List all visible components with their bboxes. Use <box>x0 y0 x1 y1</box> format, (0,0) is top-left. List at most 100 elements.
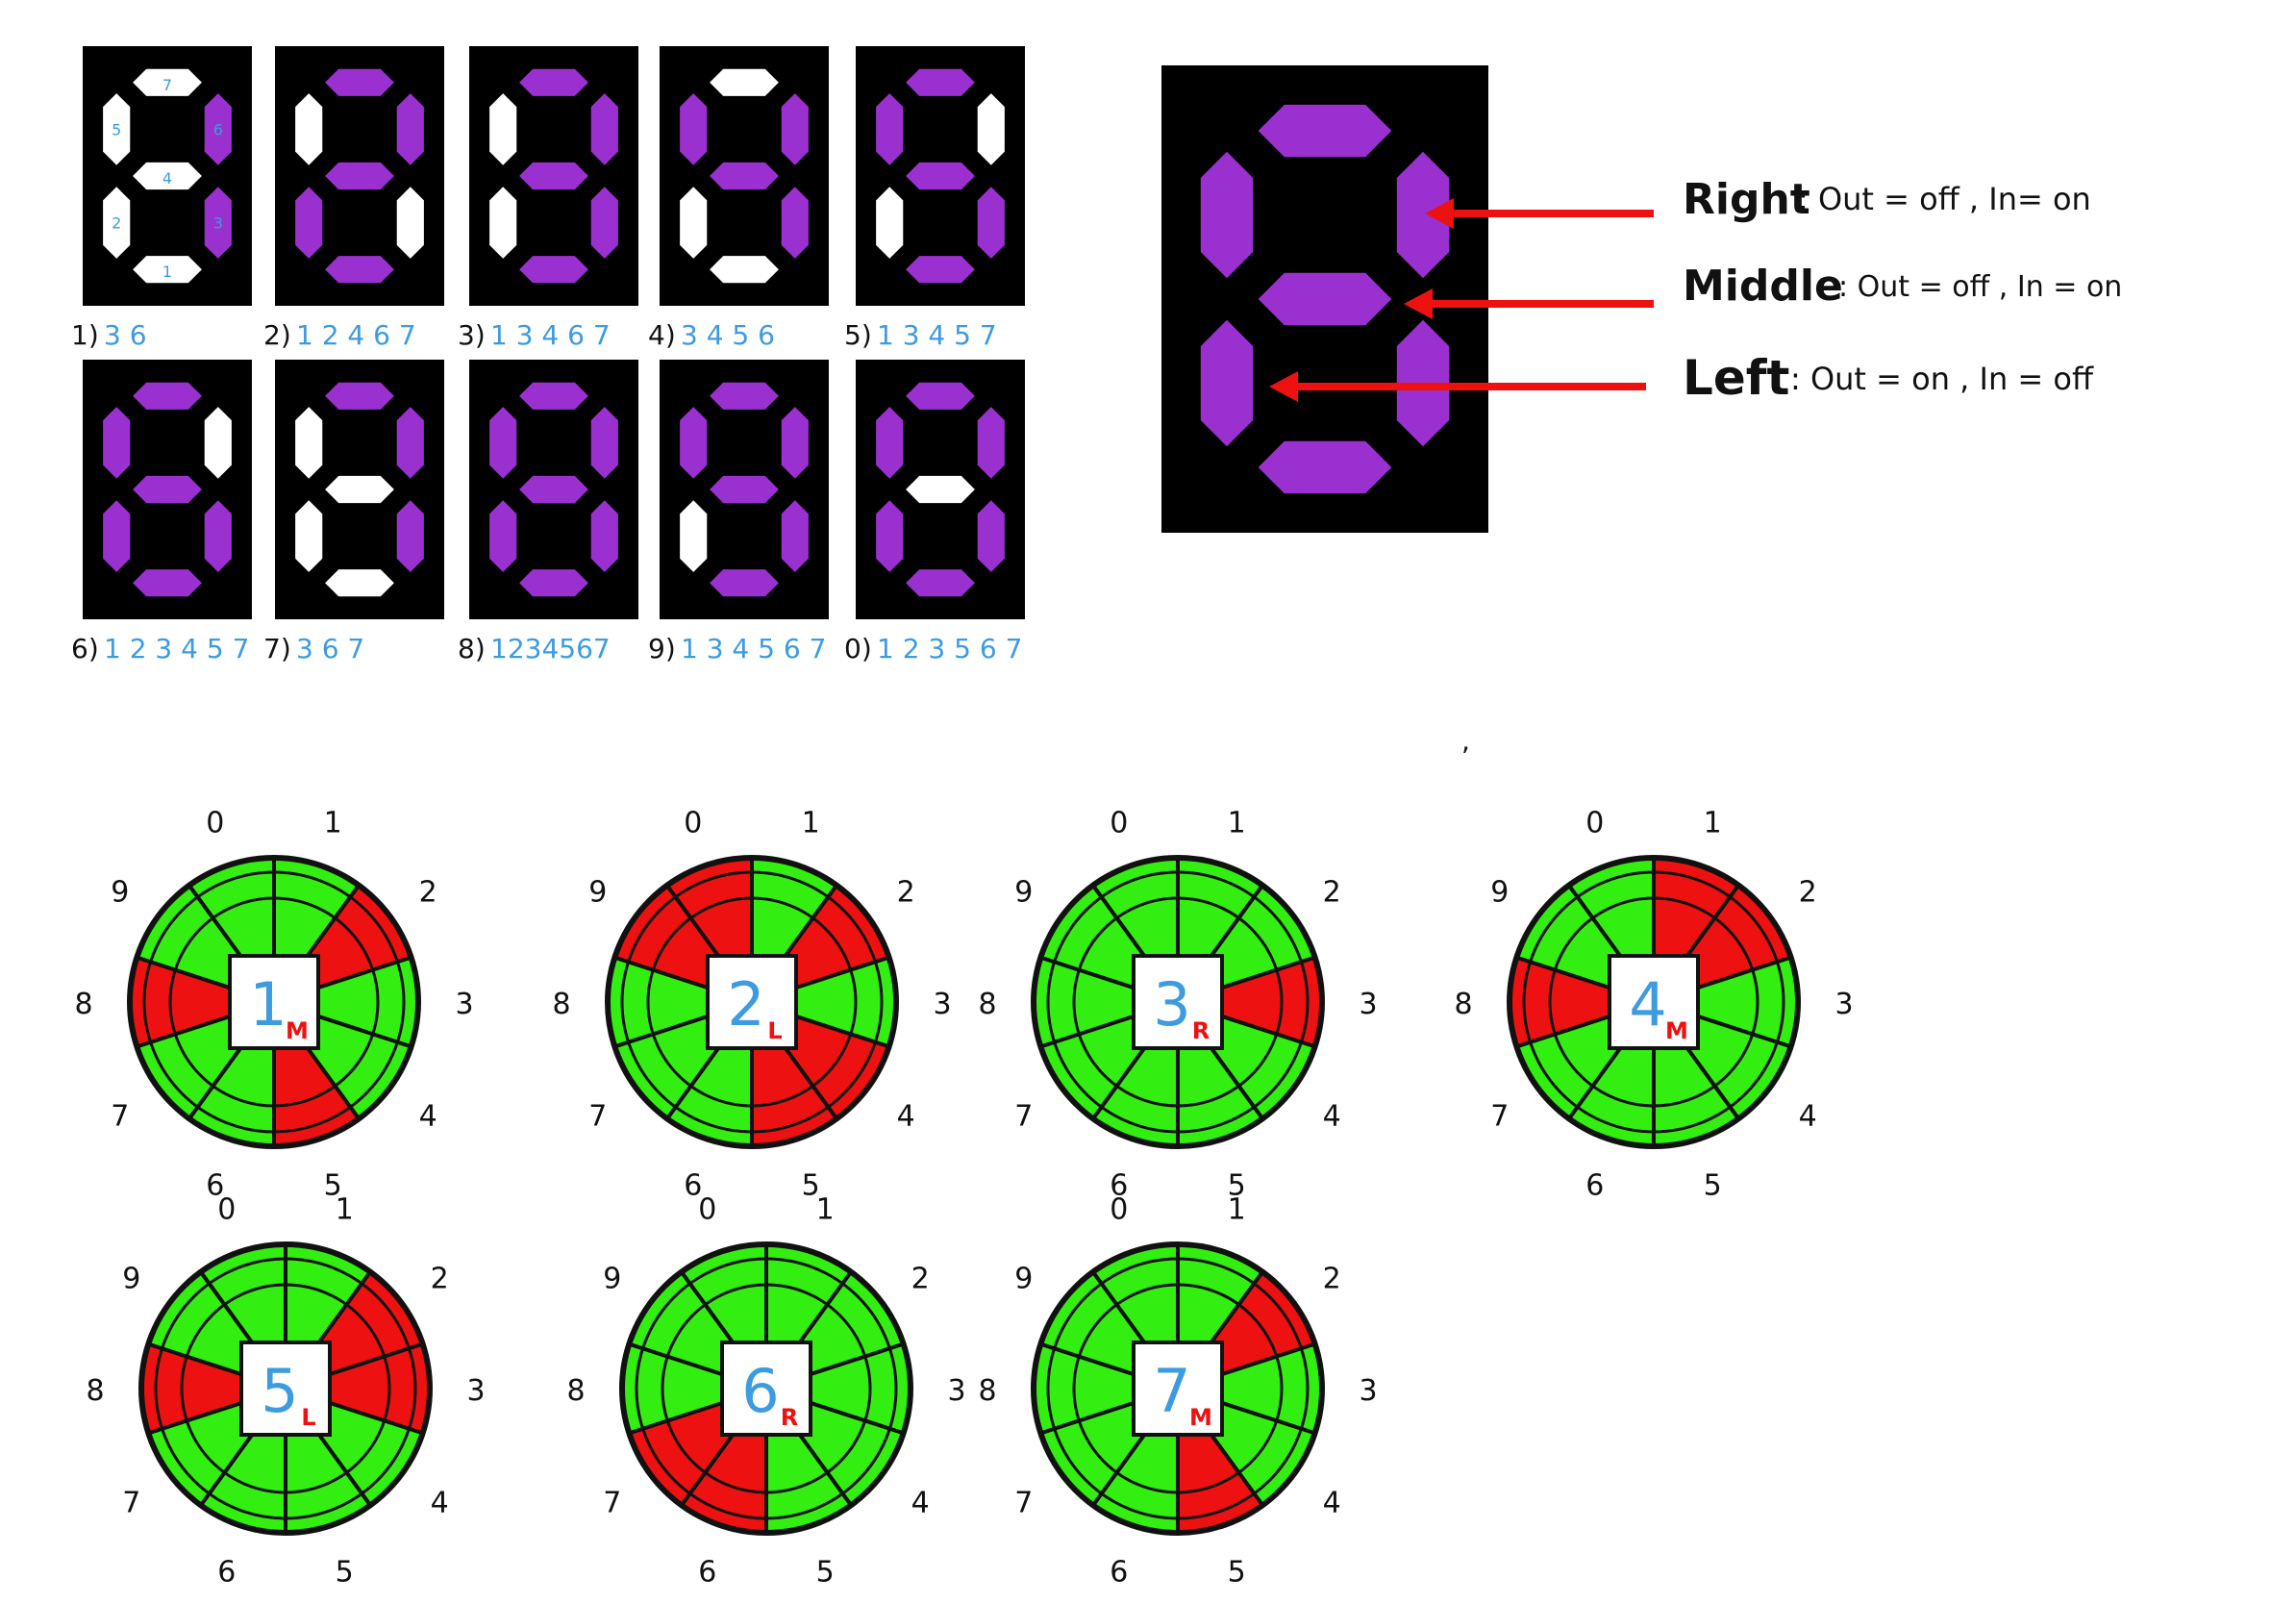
digit-caption-segments: 1 3 4 5 6 7 <box>681 633 826 664</box>
digit-caption-number: 9) <box>648 633 676 664</box>
dial-position-label: 9 <box>1490 876 1509 910</box>
dial-position-label: 7 <box>588 1099 607 1133</box>
dial-number: 7 <box>1153 1356 1190 1426</box>
digit-8-segment-bottom <box>519 569 588 597</box>
large-seven-segment-display <box>1161 65 1654 533</box>
annotation-middle-text: : Out = off , In = on <box>1838 270 2122 304</box>
dial-position-label: 1 <box>1228 807 1246 840</box>
dial-number: 5 <box>261 1356 298 1426</box>
dial-outer-ring <box>1522 870 1785 1134</box>
digit-7-segment-top <box>325 382 394 410</box>
dial-position-label: 3 <box>1359 988 1377 1021</box>
dial-position-label: 9 <box>603 1263 621 1296</box>
annotation-middle-title: Middle <box>1683 262 1843 311</box>
digit-5-segment-lower-right <box>977 187 1005 259</box>
dial-rim <box>1031 855 1325 1149</box>
digit-9-segment-middle <box>710 475 779 504</box>
digit-caption-number: 0) <box>844 633 872 664</box>
dial-position-label: 2 <box>1799 876 1817 910</box>
dial-position-label: 1 <box>816 1193 835 1227</box>
digit-6-segment-lower-right <box>204 500 232 572</box>
annotation-left-title: Left <box>1683 350 1789 406</box>
dial-position-label: 1 <box>1228 1193 1246 1227</box>
digit-panel-7: 7)3 6 7 <box>263 360 444 664</box>
digit-5-segment-lower-left <box>876 187 904 259</box>
digit-6-segment-top <box>133 382 202 410</box>
digit-5-segment-top <box>906 68 975 96</box>
dial-position-label: 5 <box>324 1168 342 1202</box>
digit-4-segment-middle <box>710 162 779 190</box>
dial-outer-ring <box>1046 1257 1310 1520</box>
large-segment-bottom <box>1258 440 1392 494</box>
digit-7-segment-upper-right <box>396 407 424 479</box>
dial-letter: L <box>301 1404 315 1431</box>
digit-0-segment-upper-left <box>876 407 904 479</box>
digit-caption-number: 7) <box>263 633 291 664</box>
digit-panel-9: 9)1 3 4 5 6 7 <box>648 360 829 664</box>
digit-caption-segments: 3 6 <box>104 319 147 351</box>
digit-7-segment-lower-left <box>295 500 323 572</box>
dial-outer-ring <box>635 1257 898 1520</box>
dial-center-box <box>1132 954 1224 1050</box>
large-segment-upper-right <box>1396 151 1450 279</box>
digit-1-segment-lower-right <box>204 187 232 259</box>
dial-inner-ring <box>1072 896 1284 1108</box>
dial-inner-ring <box>661 1283 872 1494</box>
segment-number-upper-right: 6 <box>213 120 223 138</box>
digit-7-segment-bottom <box>325 569 394 597</box>
dial-position-label: 3 <box>947 1374 965 1408</box>
digit-4-segment-top <box>710 68 779 96</box>
digit-0-segment-upper-right <box>977 407 1005 479</box>
annotation-left-text: : Out = on , In = off <box>1790 361 2094 397</box>
digit-2-segment-bottom <box>325 256 394 284</box>
digit-6-segment-lower-left <box>103 500 131 572</box>
digit-7-segment-lower-right <box>396 500 424 572</box>
digit-8-segment-middle <box>519 475 588 504</box>
dial-position-label: 2 <box>1323 876 1341 910</box>
digit-0-segment-middle <box>906 475 975 504</box>
dial-position-label: 0 <box>1585 807 1604 840</box>
dial-position-label: 6 <box>1110 1168 1128 1202</box>
digit-8-segment-top <box>519 382 588 410</box>
dial-center-box <box>706 954 798 1050</box>
segment-number-top: 7 <box>162 76 172 94</box>
dial-position-label: 4 <box>1799 1099 1817 1133</box>
digit-3-segment-upper-left <box>489 93 517 165</box>
dial-inner-ring <box>1548 896 1759 1108</box>
segment-number-middle: 4 <box>162 169 172 188</box>
dial-position-label: 9 <box>588 876 607 910</box>
dial-position-label: 1 <box>324 807 342 840</box>
dial-position-label: 8 <box>552 988 570 1021</box>
digit-5-segment-bottom <box>906 256 975 284</box>
dial-center-box <box>228 954 320 1050</box>
digit-caption-number: 3) <box>458 319 486 351</box>
dial-position-label: 3 <box>933 988 951 1021</box>
dial-rim <box>1507 855 1801 1149</box>
large-segment-upper-left <box>1200 151 1254 279</box>
dial-position-label: 1 <box>802 807 820 840</box>
dial-position-label: 1 <box>1704 807 1722 840</box>
digit-caption-number: 2) <box>263 319 291 351</box>
digit-8-segment-lower-left <box>489 500 517 572</box>
digit-4-segment-lower-right <box>781 187 809 259</box>
dial-position-label: 0 <box>1110 1193 1128 1227</box>
digit-panel-8: 8)1234567 <box>458 360 638 664</box>
dial-position-label: 8 <box>1454 988 1472 1021</box>
digit-9-segment-upper-left <box>680 407 708 479</box>
digit-2-segment-middle <box>325 162 394 190</box>
digit-6-segment-bottom <box>133 569 202 597</box>
dial-position-label: 7 <box>111 1099 129 1133</box>
digit-7-segment-middle <box>325 475 394 504</box>
large-segment-lower-left <box>1200 319 1254 447</box>
digit-1-segment-top <box>133 68 202 96</box>
digit-caption-segments: 1 2 4 6 7 <box>296 319 416 351</box>
dial-rim <box>127 855 421 1149</box>
dial-number: 6 <box>741 1356 779 1426</box>
dial-inner-ring <box>646 896 858 1108</box>
dial-position-label: 6 <box>206 1168 224 1202</box>
